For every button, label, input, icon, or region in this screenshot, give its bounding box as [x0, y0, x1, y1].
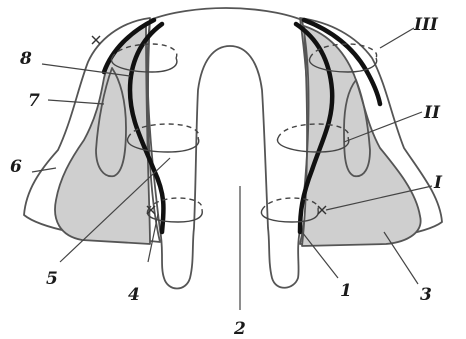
label-roman-III: III [413, 15, 439, 35]
label-roman-II: II [423, 103, 441, 123]
label-3: 3 [420, 285, 432, 305]
central-lumen [148, 8, 309, 289]
leader-6 [32, 168, 56, 172]
label-2: 2 [233, 319, 246, 339]
label-7: 7 [28, 91, 40, 111]
label-4: 4 [128, 285, 140, 305]
label-8: 8 [19, 49, 32, 69]
left-x-mark-top [92, 36, 100, 44]
label-6: 6 [10, 157, 22, 177]
label-roman-I: I [433, 173, 443, 193]
label-1: 1 [340, 281, 352, 301]
leader-III [380, 28, 414, 48]
label-5: 5 [46, 269, 58, 289]
